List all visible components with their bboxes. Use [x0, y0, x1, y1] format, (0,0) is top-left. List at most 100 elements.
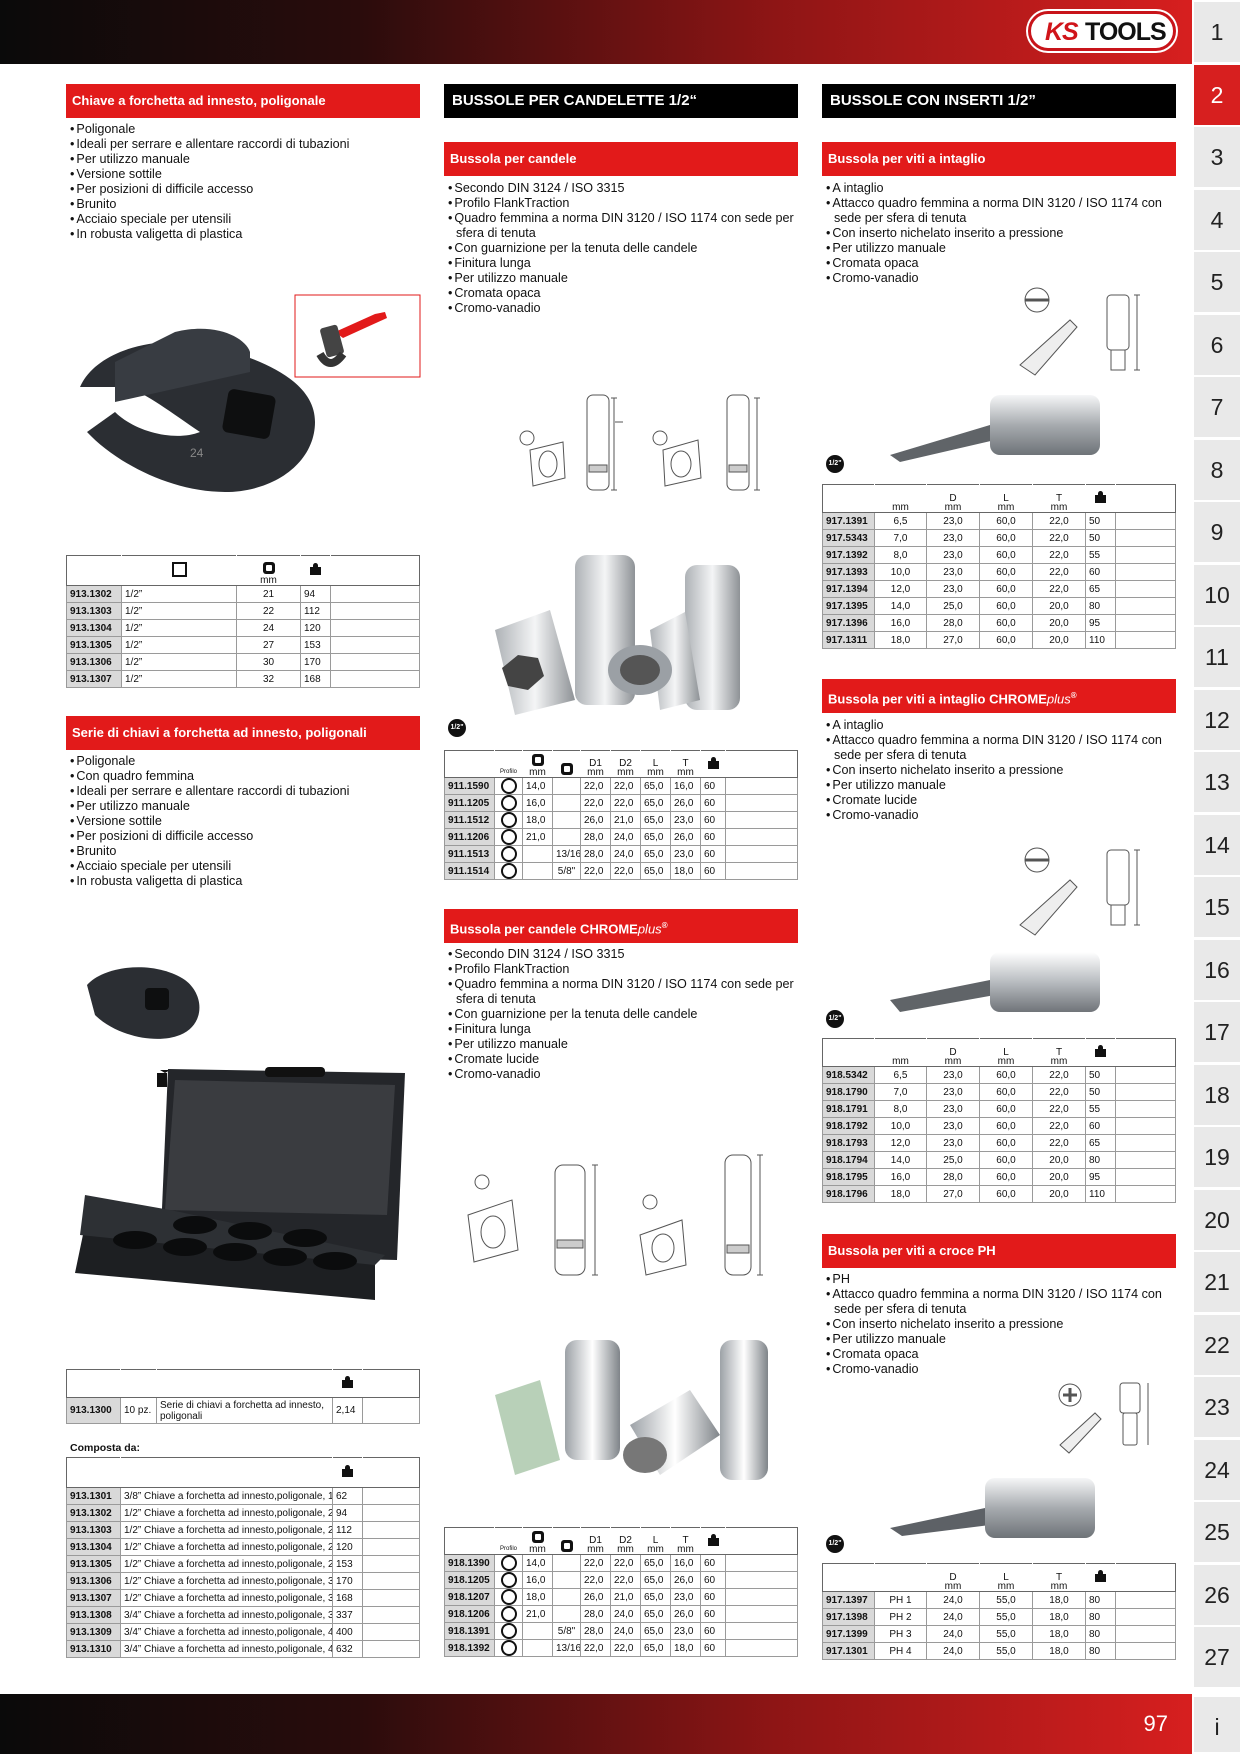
chapter-tab-24[interactable]: 24	[1194, 1439, 1240, 1500]
table-cell: 110	[1085, 631, 1116, 649]
chapter-tab-25[interactable]: 25	[1194, 1502, 1240, 1562]
flare-wrench-set-image	[75, 967, 405, 1300]
feature-item: Per utilizzo manuale	[826, 1332, 1176, 1347]
table-cell: 28,0	[580, 828, 611, 846]
table-cell: 60,0	[979, 1066, 1033, 1084]
table-cell	[362, 1521, 420, 1539]
chapter-tab-15[interactable]: 15	[1194, 877, 1240, 937]
chapter-tab-19[interactable]: 19	[1194, 1127, 1240, 1187]
table-cell	[494, 828, 523, 846]
table-cell	[362, 1555, 420, 1573]
table-cell: 8,0	[874, 1100, 927, 1118]
table-cell: 18,0	[1032, 1608, 1086, 1626]
chapter-tab-14[interactable]: 14	[1194, 814, 1240, 875]
table-cell: 21,0	[522, 1605, 553, 1623]
table-cell: 80	[1085, 1608, 1116, 1626]
table-cell: 22,0	[580, 794, 611, 812]
table-cell	[725, 811, 798, 829]
article-code: 918.1206	[444, 1605, 495, 1623]
table-cell	[494, 811, 523, 829]
spark-plug-socket-chromeplus-features: Secondo DIN 3124 / ISO 3315Profilo Flank…	[448, 947, 798, 1082]
table-cell	[330, 670, 420, 688]
chapter-tab-13[interactable]: 13	[1194, 752, 1240, 812]
table-cell: 55,0	[979, 1625, 1033, 1643]
drive-size-badge: 1/2"	[826, 1010, 844, 1028]
table-cell: 10,0	[874, 563, 927, 581]
table-cell	[552, 1605, 581, 1623]
table-cell: 55,0	[979, 1642, 1033, 1660]
chapter-tab-11[interactable]: 11	[1194, 627, 1240, 687]
chapter-tab-21[interactable]: 21	[1194, 1252, 1240, 1312]
feature-item: Quadro femmina a norma DIN 3120 / ISO 11…	[448, 211, 798, 241]
article-code: 913.1300	[66, 1397, 121, 1424]
table-cell: 14,0	[522, 1554, 553, 1572]
table-cell: 1/2”	[121, 602, 237, 620]
table-cell: 65,0	[640, 1588, 671, 1606]
chapter-tab-1[interactable]: 1	[1194, 2, 1240, 62]
table-cell: 22,0	[1032, 1117, 1086, 1135]
chapter-tab-5[interactable]: 5	[1194, 252, 1240, 312]
chapter-tab-23[interactable]: 23	[1194, 1377, 1240, 1437]
table-cell: 60,0	[979, 1151, 1033, 1169]
chapter-tab-8[interactable]: 8	[1194, 439, 1240, 500]
table-cell	[1115, 1625, 1176, 1643]
chapter-tab-i[interactable]: i	[1194, 1697, 1240, 1752]
chapter-tab-10[interactable]: 10	[1194, 564, 1240, 625]
chapter-tab-7[interactable]: 7	[1194, 377, 1240, 437]
table-cell	[494, 845, 523, 863]
chapter-tab-4[interactable]: 4	[1194, 189, 1240, 250]
chapter-tab-9[interactable]: 9	[1194, 502, 1240, 562]
table-cell: 1/2” Chiave a forchetta ad innesto,polig…	[120, 1538, 333, 1556]
table-cell: 23,0	[926, 1083, 980, 1101]
table-cell: 10,0	[874, 1117, 927, 1135]
feature-item: Cromate lucide	[826, 793, 1176, 808]
section-title-flare-wrench: Chiave a forchetta ad innesto, poligonal…	[66, 84, 420, 118]
table-cell: 65,0	[640, 1622, 671, 1640]
profile-ring-icon	[500, 812, 517, 828]
table-cell: 60	[700, 1605, 726, 1623]
table-cell: 153	[332, 1555, 363, 1573]
chapter-tab-6[interactable]: 6	[1194, 314, 1240, 375]
chapter-tab-18[interactable]: 18	[1194, 1064, 1240, 1125]
table-cell: 16,0	[522, 1571, 553, 1589]
chapter-tab-16[interactable]: 16	[1194, 939, 1240, 1000]
chapter-tab-27[interactable]: 27	[1194, 1627, 1240, 1687]
table-cell	[362, 1487, 420, 1505]
table-cell: 25,0	[926, 1151, 980, 1169]
table-cell: 26,0	[670, 794, 701, 812]
chapter-tab-26[interactable]: 26	[1194, 1564, 1240, 1625]
table-cell: 23,0	[670, 1622, 701, 1640]
chapter-tab-17[interactable]: 17	[1194, 1002, 1240, 1062]
table-cell	[330, 585, 420, 603]
chapter-tab-2[interactable]: 2	[1194, 64, 1240, 125]
chapter-tab-12[interactable]: 12	[1194, 689, 1240, 750]
table-cell	[362, 1504, 420, 1522]
feature-item: Cromo-vanadio	[826, 271, 1176, 286]
table-cell	[552, 1554, 581, 1572]
table-cell: 28,0	[926, 614, 980, 632]
chapter-tab-3[interactable]: 3	[1194, 127, 1240, 187]
table-cell	[1115, 1168, 1176, 1186]
table-cell	[330, 636, 420, 654]
ks-tools-logo: KS TOOLS	[1028, 11, 1176, 51]
table-cell: 80	[1085, 1642, 1116, 1660]
table-cell: 60,0	[979, 529, 1033, 547]
table-cell: PH 1	[874, 1591, 927, 1609]
article-code: 913.1301	[66, 1487, 121, 1505]
slotted-bit-socket-features: A intaglioAttacco quadro femmina a norma…	[826, 181, 1176, 286]
table-cell: 14,0	[874, 1151, 927, 1169]
chapter-tab-20[interactable]: 20	[1194, 1189, 1240, 1250]
composed-of-label: Composta da:	[70, 1442, 141, 1454]
chapter-tab-22[interactable]: 22	[1194, 1314, 1240, 1375]
article-code: 917.1301	[822, 1642, 875, 1660]
